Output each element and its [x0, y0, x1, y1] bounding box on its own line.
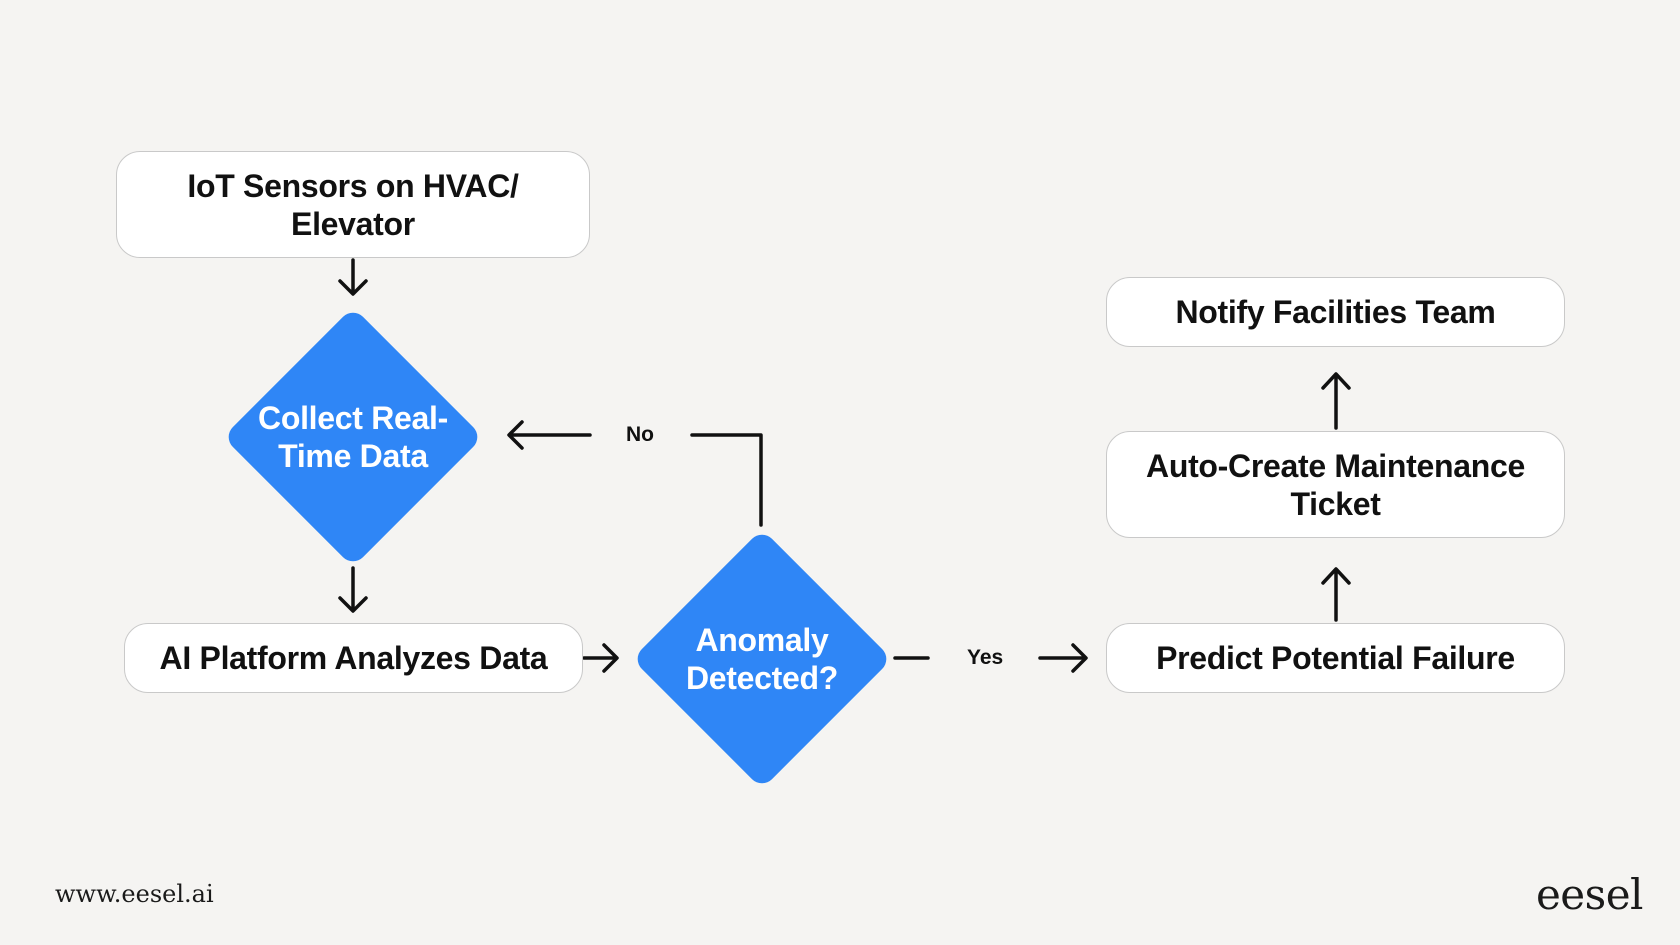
node-auto-ticket: Auto-Create Maintenance Ticket [1106, 431, 1565, 538]
arrow-no-to-collect [507, 420, 592, 450]
node-predict-failure: Predict Potential Failure [1106, 623, 1565, 693]
node-notify-team-label: Notify Facilities Team [1175, 294, 1496, 330]
arrow-collect-to-ai [338, 566, 368, 613]
edge-label-no: No [626, 423, 654, 446]
node-ai-platform-label: AI Platform Analyzes Data [159, 640, 548, 676]
node-notify-team: Notify Facilities Team [1106, 277, 1565, 347]
arrow-iot-to-collect [338, 258, 368, 296]
footer-url: www.eesel.ai [55, 880, 214, 908]
arrow-ticket-to-notify [1321, 372, 1351, 430]
arrow-ai-to-anomaly [582, 643, 619, 673]
node-auto-ticket-label: Auto-Create Maintenance Ticket [1146, 447, 1525, 522]
node-iot-sensors-label: IoT Sensors on HVAC/ Elevator [187, 167, 519, 242]
node-ai-platform: AI Platform Analyzes Data [124, 623, 583, 693]
node-iot-sensors: IoT Sensors on HVAC/ Elevator [116, 151, 590, 258]
brand-logo: eesel [1535, 870, 1644, 919]
node-predict-failure-label: Predict Potential Failure [1156, 640, 1515, 676]
edge-label-yes: Yes [967, 646, 1004, 669]
node-collect-data-label: Collect Real-Time Data [258, 400, 448, 474]
arrow-predict-to-ticket [1321, 567, 1351, 622]
node-anomaly-label: Anomaly Detected? [685, 622, 838, 696]
arrow-yes-to-predict [1038, 643, 1088, 673]
line-anomaly-no-branch [690, 433, 763, 527]
